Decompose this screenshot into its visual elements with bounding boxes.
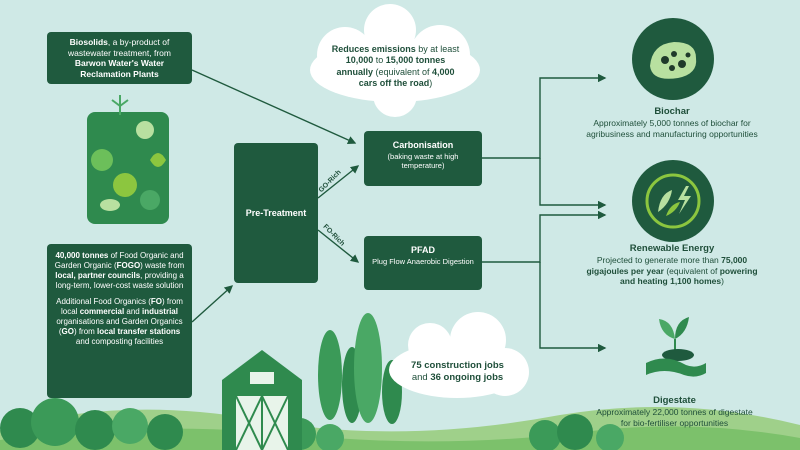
fogo-box: 40,000 tonnes of Food Organic and Garden… (47, 244, 192, 398)
pfad-title: PFAD (410, 245, 435, 255)
biochar-title: Biochar (654, 106, 690, 117)
digestate-title: Digestate (653, 395, 696, 406)
fogo-transfer-stations: local transfer stations (97, 327, 181, 336)
carbonisation-subtitle: (baking waste at high temperature) (387, 152, 459, 171)
emissions-text: (equivalent of (372, 66, 433, 77)
flow-arrows (191, 69, 607, 353)
fogo-commercial: commercial (79, 307, 125, 316)
jobs-statement: 75 construction jobs and 36 ongoing jobs (395, 360, 520, 384)
construction-jobs: 75 construction jobs (411, 360, 504, 371)
emissions-text: ) (429, 77, 433, 88)
biochar-icon (632, 18, 714, 100)
carbonisation-title: Carbonisation (392, 140, 454, 150)
emissions-cloud (310, 4, 480, 117)
fogo-councils: local, partner councils (55, 271, 141, 280)
renewable-energy-output: Renewable Energy Projected to generate m… (582, 243, 762, 287)
fogo-text: Additional Food Organics ( (56, 297, 151, 306)
fogo-text: ) from local (61, 297, 183, 316)
emissions-max: 15,000 tonnes annually (336, 55, 446, 77)
fogo-industrial: industrial (141, 307, 178, 316)
go-acronym: GO (61, 327, 74, 336)
biosolids-title: Biosolids (69, 37, 108, 47)
biochar-description: Approximately 5,000 tonnes of biochar fo… (586, 117, 758, 139)
fogo-text: and composting facilities (75, 337, 164, 346)
pfad-box: PFAD Plug Flow Anaerobic Digestion (364, 236, 482, 290)
digestate-description: Approximately 22,000 tonnes of digestate… (596, 406, 753, 428)
pretreatment-box: Pre-Treatment (234, 143, 318, 283)
biosolids-box: Biosolids, a by-product of wastewater tr… (47, 32, 192, 84)
pretreatment-label: Pre-Treatment (245, 208, 307, 218)
carbonisation-box: Carbonisation (baking waste at high temp… (364, 131, 482, 186)
energy-homes: powering and heating 1,100 homes (620, 265, 758, 287)
emissions-statement: Reduces emissions by at least 10,000 to … (328, 44, 463, 89)
energy-text: Projected to generate more than (596, 254, 722, 265)
fogo-text: ) from (73, 327, 98, 336)
jobs-text: and (411, 371, 431, 383)
digestate-output: Digestate Approximately 22,000 tonnes of… (592, 395, 757, 428)
food-waste-bin-illustration (87, 95, 169, 224)
fogo-text: ) waste from (140, 261, 185, 270)
emissions-cars: 4,000 cars off the road (358, 66, 455, 88)
emissions-text: by at least (415, 44, 460, 54)
pfad-subtitle: Plug Flow Anaerobic Digestion (372, 257, 474, 266)
biosolids-text: , a by-product of wastewater treatment, … (68, 37, 171, 58)
fo-acronym: FO (150, 297, 162, 306)
fogo-paragraph: 40,000 tonnes of Food Organic and Garden… (54, 251, 185, 291)
renewable-energy-icon (632, 160, 714, 242)
emissions-min: 10,000 (345, 55, 374, 66)
digestate-icon (640, 303, 710, 381)
emissions-label: Reduces emissions (331, 44, 416, 54)
fogo-tonnes: 40,000 tonnes (55, 251, 109, 260)
renewable-energy-description: Projected to generate more than 75,000 g… (582, 255, 762, 287)
renewable-energy-title: Renewable Energy (629, 243, 715, 254)
energy-text: ) (721, 276, 724, 287)
fo-go-paragraph: Additional Food Organics (FO) from local… (54, 297, 185, 347)
fogo-text: of Food Organic and Garden Organic ( (54, 251, 184, 270)
biochar-output: Biochar Approximately 5,000 tonnes of bi… (582, 106, 762, 139)
fogo-acronym: FOGO (116, 261, 141, 270)
trees (318, 313, 402, 424)
energy-gigajoules: 75,000 gigajoules per year (586, 254, 748, 276)
ongoing-jobs: 36 ongoing jobs (430, 371, 504, 383)
emissions-text: to (373, 55, 386, 66)
fogo-text: organisations and Garden Organics ( (56, 317, 183, 336)
jobs-cloud (389, 312, 529, 398)
biosolids-source: Barwon Water's Water Reclamation Plants (74, 58, 165, 79)
barn (222, 350, 302, 450)
fogo-text: , providing a long-term, lower-cost wast… (55, 271, 184, 290)
fogo-text: and (124, 307, 142, 316)
energy-text: (equivalent of (663, 265, 720, 276)
